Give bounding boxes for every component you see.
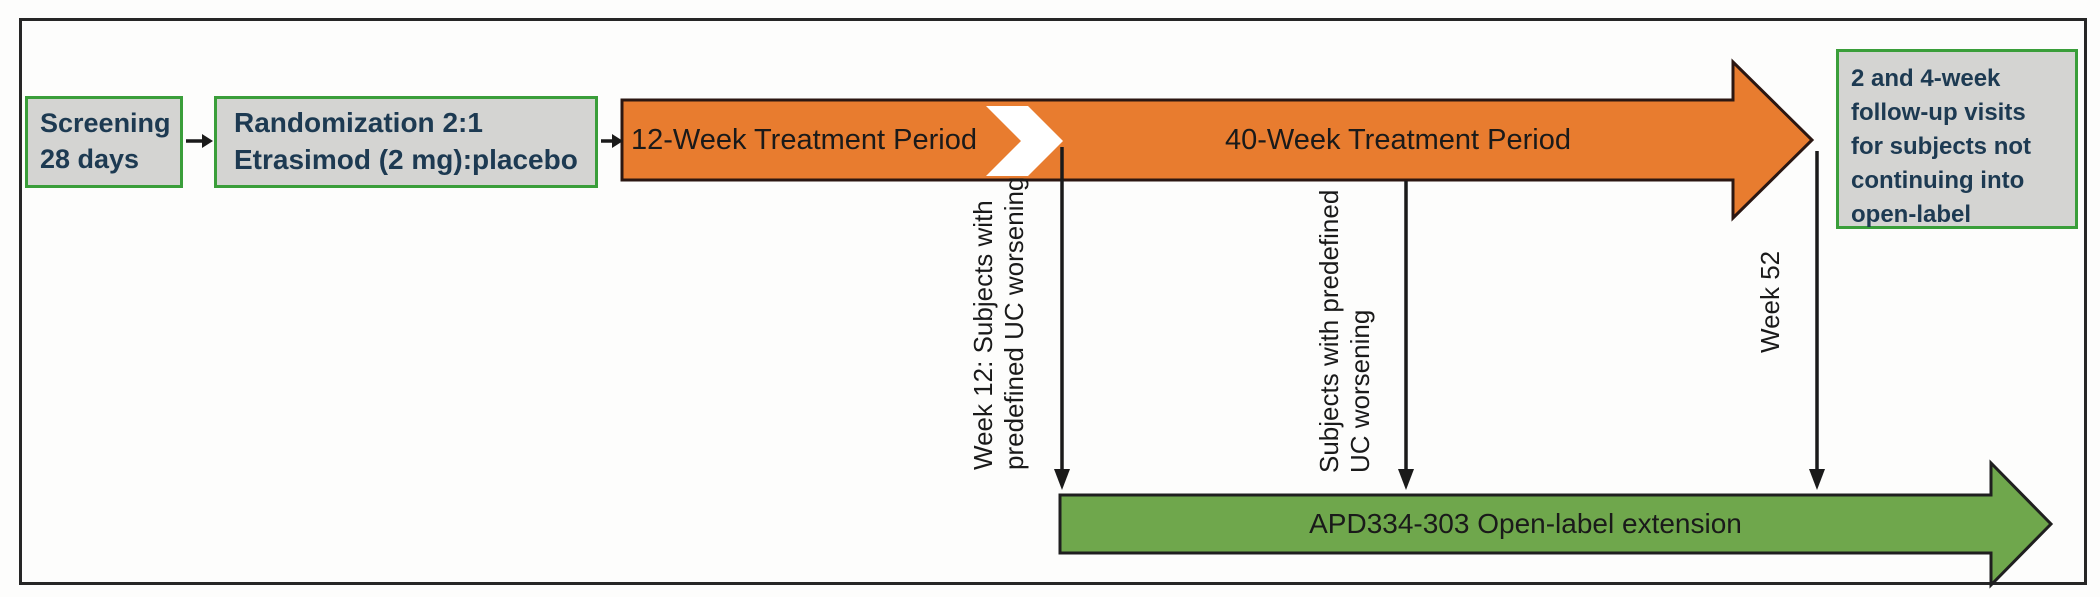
treatment-period-2-label: 40-Week Treatment Period <box>1224 123 1572 156</box>
connector-arrow-1 <box>186 134 213 148</box>
week52-annotation: Week 52 <box>1755 250 1785 353</box>
randomization-box: Randomization 2:1 Etrasimod (2 mg):place… <box>214 96 598 188</box>
open-label-extension-label: APD334-303 Open-label extension <box>1309 508 1742 539</box>
treatment-arrow-shape <box>620 58 1815 222</box>
randomization-line-1: Randomization 2:1 <box>234 107 483 139</box>
week12-drop-arrow <box>1054 147 1070 490</box>
week12-annotation-line-2: predefined UC worsening <box>999 176 1029 470</box>
diagram-frame <box>19 18 2087 585</box>
followup-note-box: 2 and 4-week follow-up visits for subjec… <box>1836 49 2078 229</box>
worsening-annotation-line-2: UC worsening <box>1345 309 1375 473</box>
screening-line-1: Screening <box>40 108 171 139</box>
worsening-annotation-line-1: Subjects with predefined <box>1314 189 1344 473</box>
worsening-drop-arrow <box>1398 181 1414 490</box>
randomization-line-2: Etrasimod (2 mg):placebo <box>234 144 578 175</box>
worsening-annotation: Subjects with predefined UC worsening <box>1314 190 1376 473</box>
screening-box: Screening 28 days <box>25 96 183 188</box>
week12-annotation-line-1: Week 12: Subjects with <box>968 200 998 470</box>
week12-annotation: Week 12: Subjects with predefined UC wor… <box>968 177 1030 470</box>
chevron-divider-icon <box>986 106 1063 176</box>
week52-drop-arrow <box>1809 151 1825 490</box>
treatment-period-1-label: 12-Week Treatment Period <box>630 123 978 156</box>
screening-line-2: 28 days <box>40 144 140 174</box>
open-label-arrow-shape <box>1058 459 2054 589</box>
connector-arrow-2 <box>601 134 623 148</box>
